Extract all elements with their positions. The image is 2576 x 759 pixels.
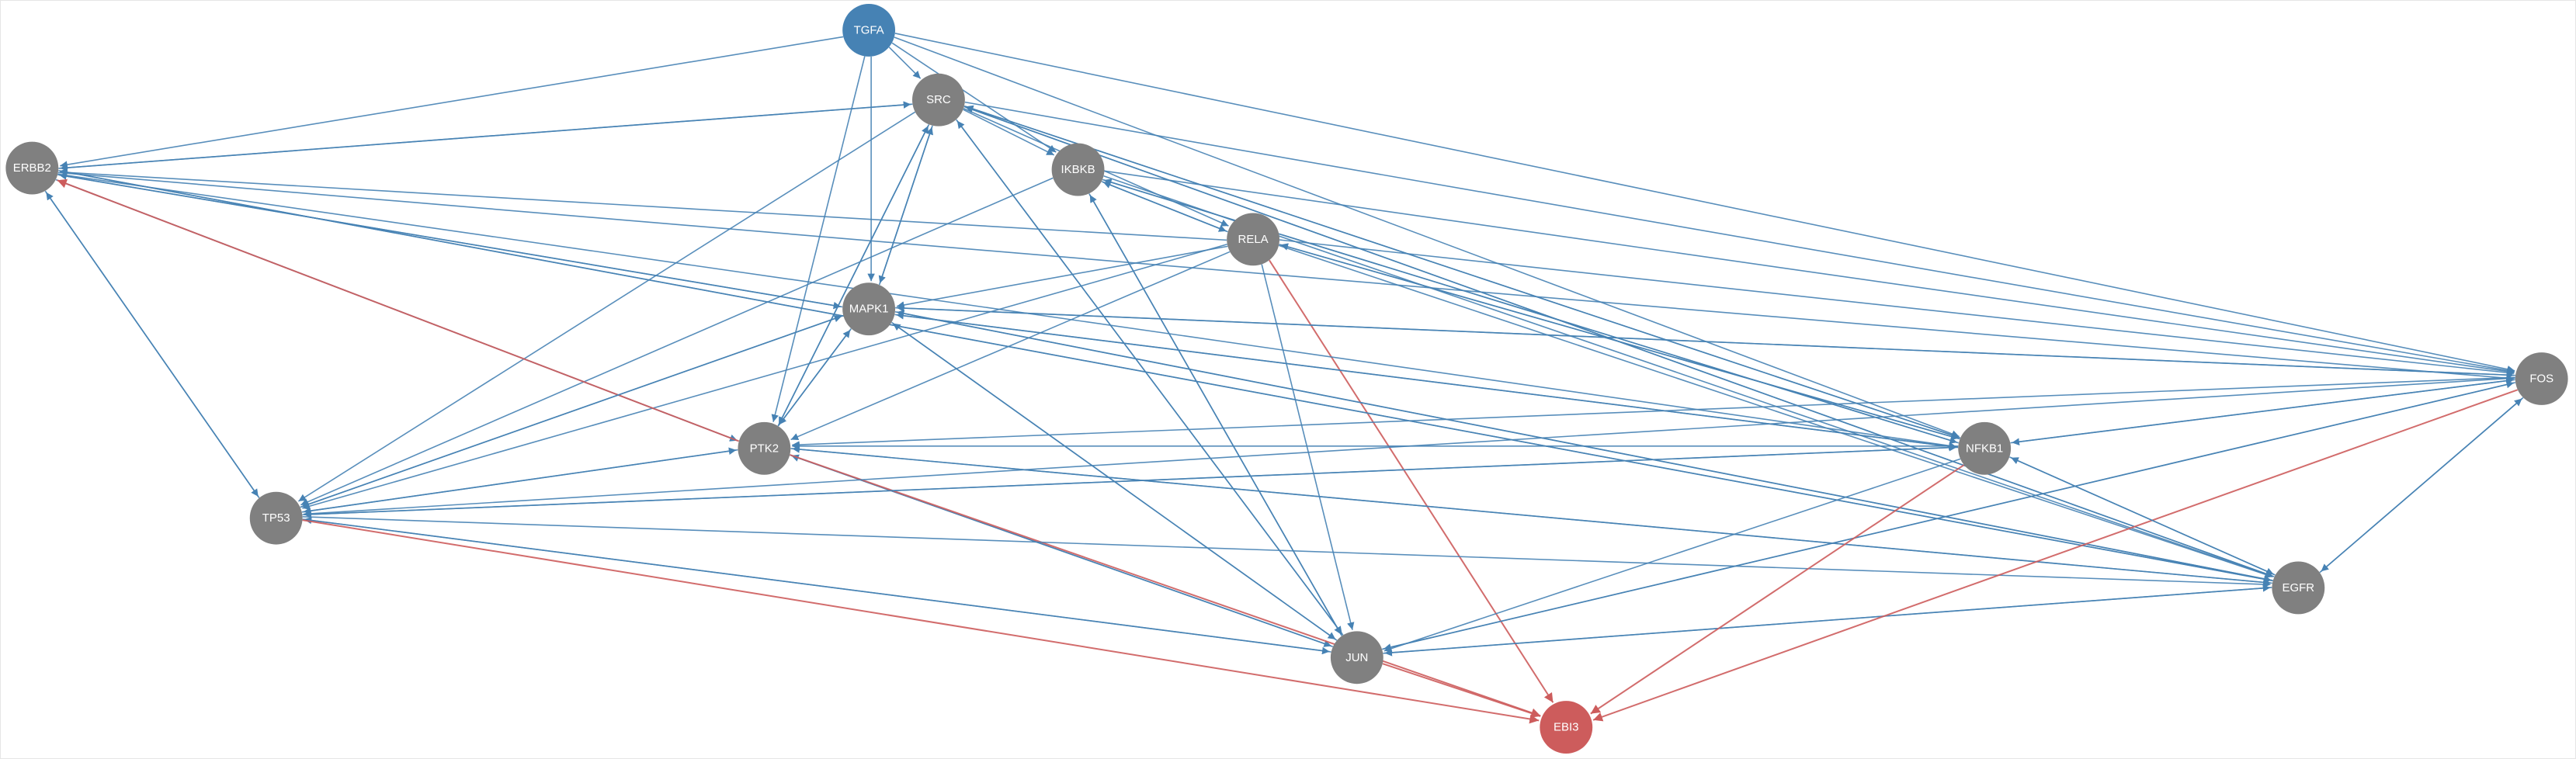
edge-rela-to-egfr — [1278, 244, 2273, 578]
edge-nfkb1-to-jun — [1383, 458, 1961, 653]
edge-egfr-to-jun — [1384, 587, 2272, 657]
edge-mapk1-to-src — [878, 126, 933, 286]
node-fos[interactable]: FOS — [2515, 352, 2568, 405]
edge-ikbkb-to-fos — [1104, 170, 2515, 376]
edge-jun-to-tp53 — [304, 516, 1331, 653]
edge-rela-to-jun — [1261, 264, 1355, 630]
edge-rela-to-ikbkb — [1102, 181, 1228, 233]
node-rela[interactable]: RELA — [1227, 213, 1280, 266]
edge-rela-to-fos — [1279, 239, 2515, 376]
node-erbb2[interactable]: ERBB2 — [5, 141, 59, 195]
edge-nfkb1-to-src — [965, 105, 1961, 439]
node-tgfa-label: TGFA — [854, 23, 884, 36]
edge-rela-to-ebi3 — [1269, 259, 1554, 703]
edge-ptk2-to-mapk1 — [777, 329, 851, 427]
edge-fos-to-tp53 — [304, 377, 2515, 518]
node-jun-label: JUN — [1345, 651, 1368, 664]
node-jun-circle — [1330, 631, 1383, 684]
edge-nfkb1-to-rela — [1280, 243, 1960, 440]
node-mapk1-label: MAPK1 — [849, 303, 889, 316]
edge-egfr-to-erbb2 — [59, 168, 2273, 582]
edge-egfr-to-nfkb1 — [2010, 456, 2276, 576]
edge-tgfa-to-src — [888, 47, 922, 79]
node-egfr-label: EGFR — [2283, 581, 2315, 594]
edge-erbb2-to-src — [58, 101, 911, 169]
node-src[interactable]: SRC — [911, 73, 965, 126]
edge-fos-to-ptk2 — [792, 376, 2515, 449]
node-jun[interactable]: JUN — [1330, 631, 1383, 684]
edge-src-to-tp53 — [297, 111, 916, 502]
edge-rela-to-erbb2 — [59, 168, 1227, 241]
edge-tp53-to-ebi3 — [302, 519, 1540, 724]
edge-jun-to-ikbkb — [1089, 194, 1343, 636]
node-ptk2-label: PTK2 — [750, 442, 779, 455]
node-tp53-label: TP53 — [262, 511, 290, 525]
node-ptk2[interactable]: PTK2 — [738, 421, 791, 475]
node-tp53[interactable]: TP53 — [249, 491, 303, 545]
node-src-label: SRC — [926, 93, 951, 106]
node-src-circle — [911, 73, 965, 126]
node-tgfa-circle — [842, 3, 896, 57]
node-ebi3-label: EBI3 — [1554, 721, 1578, 734]
node-ikbkb-circle — [1051, 143, 1105, 196]
node-erbb2-circle — [5, 141, 59, 195]
edge-jun-to-src — [956, 120, 1344, 636]
edge-tgfa-to-ptk2 — [771, 56, 866, 422]
edge-fos-to-jun — [1383, 382, 2516, 651]
node-mapk1-circle — [842, 282, 896, 336]
node-fos-label: FOS — [2529, 373, 2553, 386]
edge-mapk1-to-erbb2 — [59, 172, 843, 308]
node-ebi3-circle — [1540, 701, 1593, 754]
edge-fos-to-ebi3 — [1592, 389, 2519, 722]
edge-fos-to-nfkb1 — [2012, 379, 2515, 445]
edge-nfkb1-to-mapk1 — [896, 312, 1959, 449]
edge-ptk2-to-erbb2 — [57, 178, 740, 442]
nodes-layer: TGFA SRC IKBKB RELA ERBB2 MAPK1 FOS NFK — [5, 3, 2568, 754]
edge-egfr-to-ptk2 — [792, 445, 2272, 584]
edge-src-to-ikbkb — [963, 109, 1055, 156]
node-ikbkb-label: IKBKB — [1061, 163, 1095, 176]
node-egfr[interactable]: EGFR — [2272, 561, 2325, 615]
edge-fos-to-mapk1 — [897, 304, 2515, 376]
node-tgfa[interactable]: TGFA — [842, 3, 896, 57]
node-erbb2-label: ERBB2 — [13, 161, 51, 175]
edge-ikbkb-to-egfr — [1103, 175, 2273, 578]
node-rela-label: RELA — [1238, 233, 1269, 246]
edge-ikbkb-to-tp53 — [300, 177, 1054, 506]
edge-erbb2-to-nfkb1 — [57, 173, 1957, 450]
node-ptk2-circle — [738, 421, 791, 475]
edge-fos-to-egfr — [2321, 397, 2524, 572]
edge-tgfa-to-ikbkb — [891, 42, 1057, 153]
edge-tgfa-to-fos — [894, 33, 2515, 373]
node-tp53-circle — [249, 491, 303, 545]
node-mapk1[interactable]: MAPK1 — [842, 282, 896, 336]
edge-tp53-to-mapk1 — [300, 315, 842, 508]
edge-rela-to-ptk2 — [790, 251, 1231, 441]
edges-layer — [44, 33, 2524, 724]
edge-nfkb1-to-ebi3 — [1590, 464, 1965, 715]
node-ebi3[interactable]: EBI3 — [1540, 701, 1593, 754]
edge-tp53-to-erbb2 — [45, 192, 260, 498]
edge-tp53-to-egfr — [302, 516, 2271, 588]
node-fos-circle — [2515, 352, 2568, 405]
edge-ptk2-to-ebi3 — [790, 454, 1541, 718]
edge-erbb2-to-fos — [57, 172, 2514, 382]
edge-src-to-fos — [964, 101, 2515, 374]
node-nfkb1-label: NFKB1 — [1966, 442, 2003, 455]
edge-ptk2-to-src — [777, 125, 929, 427]
node-rela-circle — [1227, 213, 1280, 266]
edge-nfkb1-to-tp53 — [304, 446, 1959, 518]
node-nfkb1-circle — [1958, 421, 2012, 475]
node-ikbkb[interactable]: IKBKB — [1051, 143, 1105, 196]
edge-tgfa-to-erbb2 — [60, 36, 844, 168]
edge-tgfa-to-nfkb1 — [894, 36, 1960, 438]
edge-rela-to-tp53 — [302, 243, 1227, 510]
node-nfkb1[interactable]: NFKB1 — [1958, 421, 2012, 475]
edge-rela-to-mapk1 — [896, 245, 1228, 309]
edge-tp53-to-ptk2 — [301, 447, 737, 513]
node-egfr-circle — [2272, 561, 2325, 615]
edge-jun-to-ebi3 — [1382, 663, 1541, 718]
